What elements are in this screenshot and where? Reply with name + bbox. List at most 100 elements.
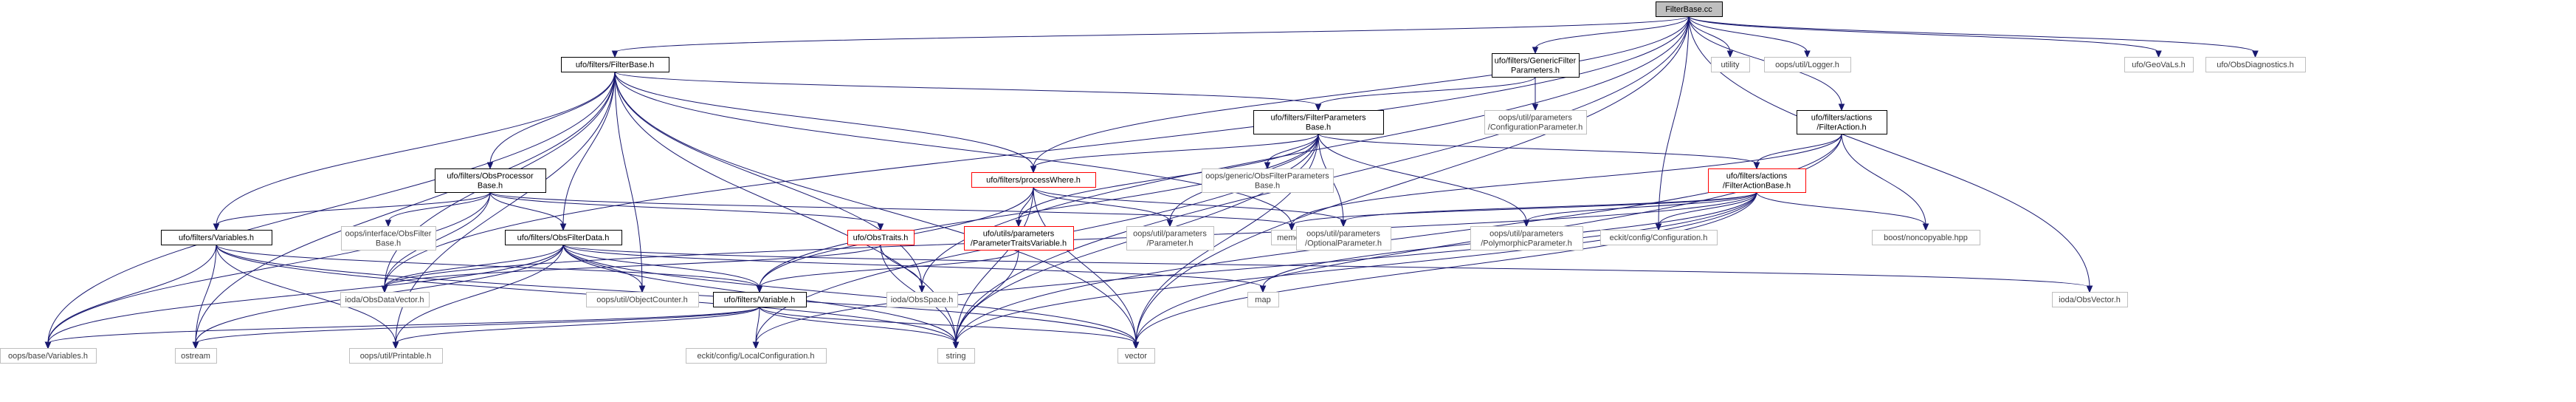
- edge-ofd-to-obsvec: [562, 244, 2093, 293]
- node-varh[interactable]: ufo/filters/Variable.h: [713, 292, 807, 307]
- edge-pw-to-ptv: [1015, 186, 1034, 228]
- node-label: utility: [1721, 61, 1740, 69]
- node-label: eckit/config/LocalConfiguration.h: [698, 352, 815, 361]
- node-box: [1872, 230, 1980, 245]
- node-label: ioda/ObsVector.h: [2059, 296, 2121, 304]
- edge-line: [562, 244, 1137, 344]
- node-utility: utility: [1711, 57, 1750, 72]
- node-vector: vector: [1117, 348, 1155, 364]
- node-fact[interactable]: ufo/filters/actions/FilterAction.h: [1797, 110, 1887, 134]
- node-box: [937, 348, 975, 364]
- edge-varh-to-localcfg: [752, 306, 760, 350]
- edge-root-to-logger: [1688, 16, 1811, 58]
- node-fb_h[interactable]: ufo/filters/FilterBase.h: [561, 57, 669, 72]
- node-label: boost/noncopyable.hpp: [1884, 234, 1968, 242]
- node-label: Parameters.h: [1511, 67, 1560, 75]
- node-box: [505, 230, 622, 245]
- edge-line: [562, 244, 2090, 288]
- node-ptv[interactable]: ufo/utils/parameters/ParameterTraitsVari…: [964, 226, 1074, 251]
- node-label: FilterBase.cc: [1665, 5, 1712, 14]
- edge-arrowhead: [1532, 47, 1539, 55]
- node-ofd[interactable]: ufo/filters/ObsFilterData.h: [505, 230, 622, 245]
- node-box: [340, 292, 430, 307]
- edge-line: [614, 71, 1034, 168]
- node-label: ufo/ObsDiagnostics.h: [2217, 61, 2294, 69]
- edge-line: [1756, 133, 1842, 165]
- edge-root-to-gfp: [1532, 16, 1690, 55]
- edge-line: [47, 306, 760, 344]
- edge-arrowhead: [2155, 50, 2162, 58]
- node-label: ufo/filters/Variables.h: [179, 234, 254, 242]
- edge-arrowhead: [1015, 219, 1022, 228]
- edge-arrowhead: [192, 341, 199, 350]
- node-label: /ParameterTraitsVariable.h: [971, 239, 1067, 248]
- edge-pw-to-param: [1033, 186, 1174, 228]
- node-root[interactable]: FilterBase.cc: [1656, 1, 1723, 17]
- node-label: string: [946, 352, 966, 361]
- node-pw[interactable]: ufo/filters/processWhere.h: [971, 172, 1096, 188]
- edge-line: [1033, 186, 1137, 344]
- node-box: [1126, 226, 1214, 251]
- edge-arrowhead: [1804, 50, 1811, 58]
- edge-arrowhead: [952, 341, 960, 350]
- edge-arrowhead: [1340, 219, 1347, 228]
- edge-root-to-eckitcfg: [1655, 16, 1690, 231]
- edge-line: [384, 244, 881, 288]
- edge-line: [47, 244, 564, 344]
- node-label: map: [1255, 296, 1270, 304]
- node-box: [161, 230, 272, 245]
- edge-line: [489, 191, 1292, 226]
- edge-line: [1033, 133, 1319, 168]
- node-box: [1296, 226, 1391, 251]
- node-layer: FilterBase.cc ufo/filters/FilterBase.h ufo…: [0, 1, 2306, 364]
- edge-arrowhead: [2252, 50, 2259, 58]
- edge-line: [216, 71, 616, 226]
- node-odv: ioda/ObsDataVector.h: [340, 292, 430, 307]
- node-label: /FilterAction.h: [1816, 123, 1866, 132]
- edge-line: [562, 244, 1264, 288]
- edge-varh-to-string: [759, 306, 960, 350]
- edge-line: [1135, 16, 1690, 344]
- edge-line: [955, 186, 1034, 344]
- edge-line: [47, 191, 491, 344]
- edge-opb-to-ifilt: [385, 191, 491, 228]
- node-label: ufo/utils/parameters: [983, 230, 1055, 239]
- edge-line: [614, 16, 1690, 53]
- edge-line: [395, 244, 564, 344]
- edge-line: [1318, 133, 1527, 222]
- node-label: /ConfigurationParameter.h: [1488, 123, 1583, 132]
- edge-ptv-to-varh: [756, 249, 1019, 293]
- edge-fact-to-fab: [1753, 133, 1842, 170]
- edge-line: [1033, 16, 1690, 168]
- edge-fab-to-noncopy: [1756, 191, 1929, 231]
- node-box: [1117, 348, 1155, 364]
- edge-line: [1291, 133, 1842, 226]
- node-label: ufo/ObsTraits.h: [853, 234, 909, 242]
- edge-arrowhead: [1166, 219, 1174, 228]
- edge-line: [1018, 133, 1319, 222]
- edge-varh-to-printable: [392, 306, 760, 350]
- node-printable: oops/util/Printable.h: [349, 348, 443, 364]
- node-varsh[interactable]: ufo/filters/Variables.h: [161, 230, 272, 245]
- node-cfgparam: oops/util/parameters/ConfigurationParame…: [1484, 110, 1587, 134]
- edge-line: [759, 306, 957, 344]
- node-obstraits[interactable]: ufo/ObsTraits.h: [847, 230, 915, 245]
- edge-varh-to-vector: [759, 306, 1140, 350]
- edge-obstraits-to-odv: [381, 244, 881, 293]
- edge-fpb-to-varh: [756, 133, 1319, 293]
- edge-line: [562, 244, 760, 288]
- node-box: [713, 292, 807, 307]
- node-fab[interactable]: ufo/filters/actions/FilterActionBase.h: [1708, 168, 1806, 193]
- node-label: oops/util/parameters: [1306, 230, 1380, 239]
- edge-arrowhead: [1838, 103, 1845, 112]
- edge-line: [489, 191, 564, 226]
- edge-line: [1688, 16, 1731, 53]
- node-box: [2205, 57, 2306, 72]
- edge-arrowhead: [2086, 285, 2093, 293]
- edge-line: [1688, 16, 2159, 53]
- node-box: [1484, 110, 1587, 134]
- edge-opb-to-memory: [489, 191, 1295, 231]
